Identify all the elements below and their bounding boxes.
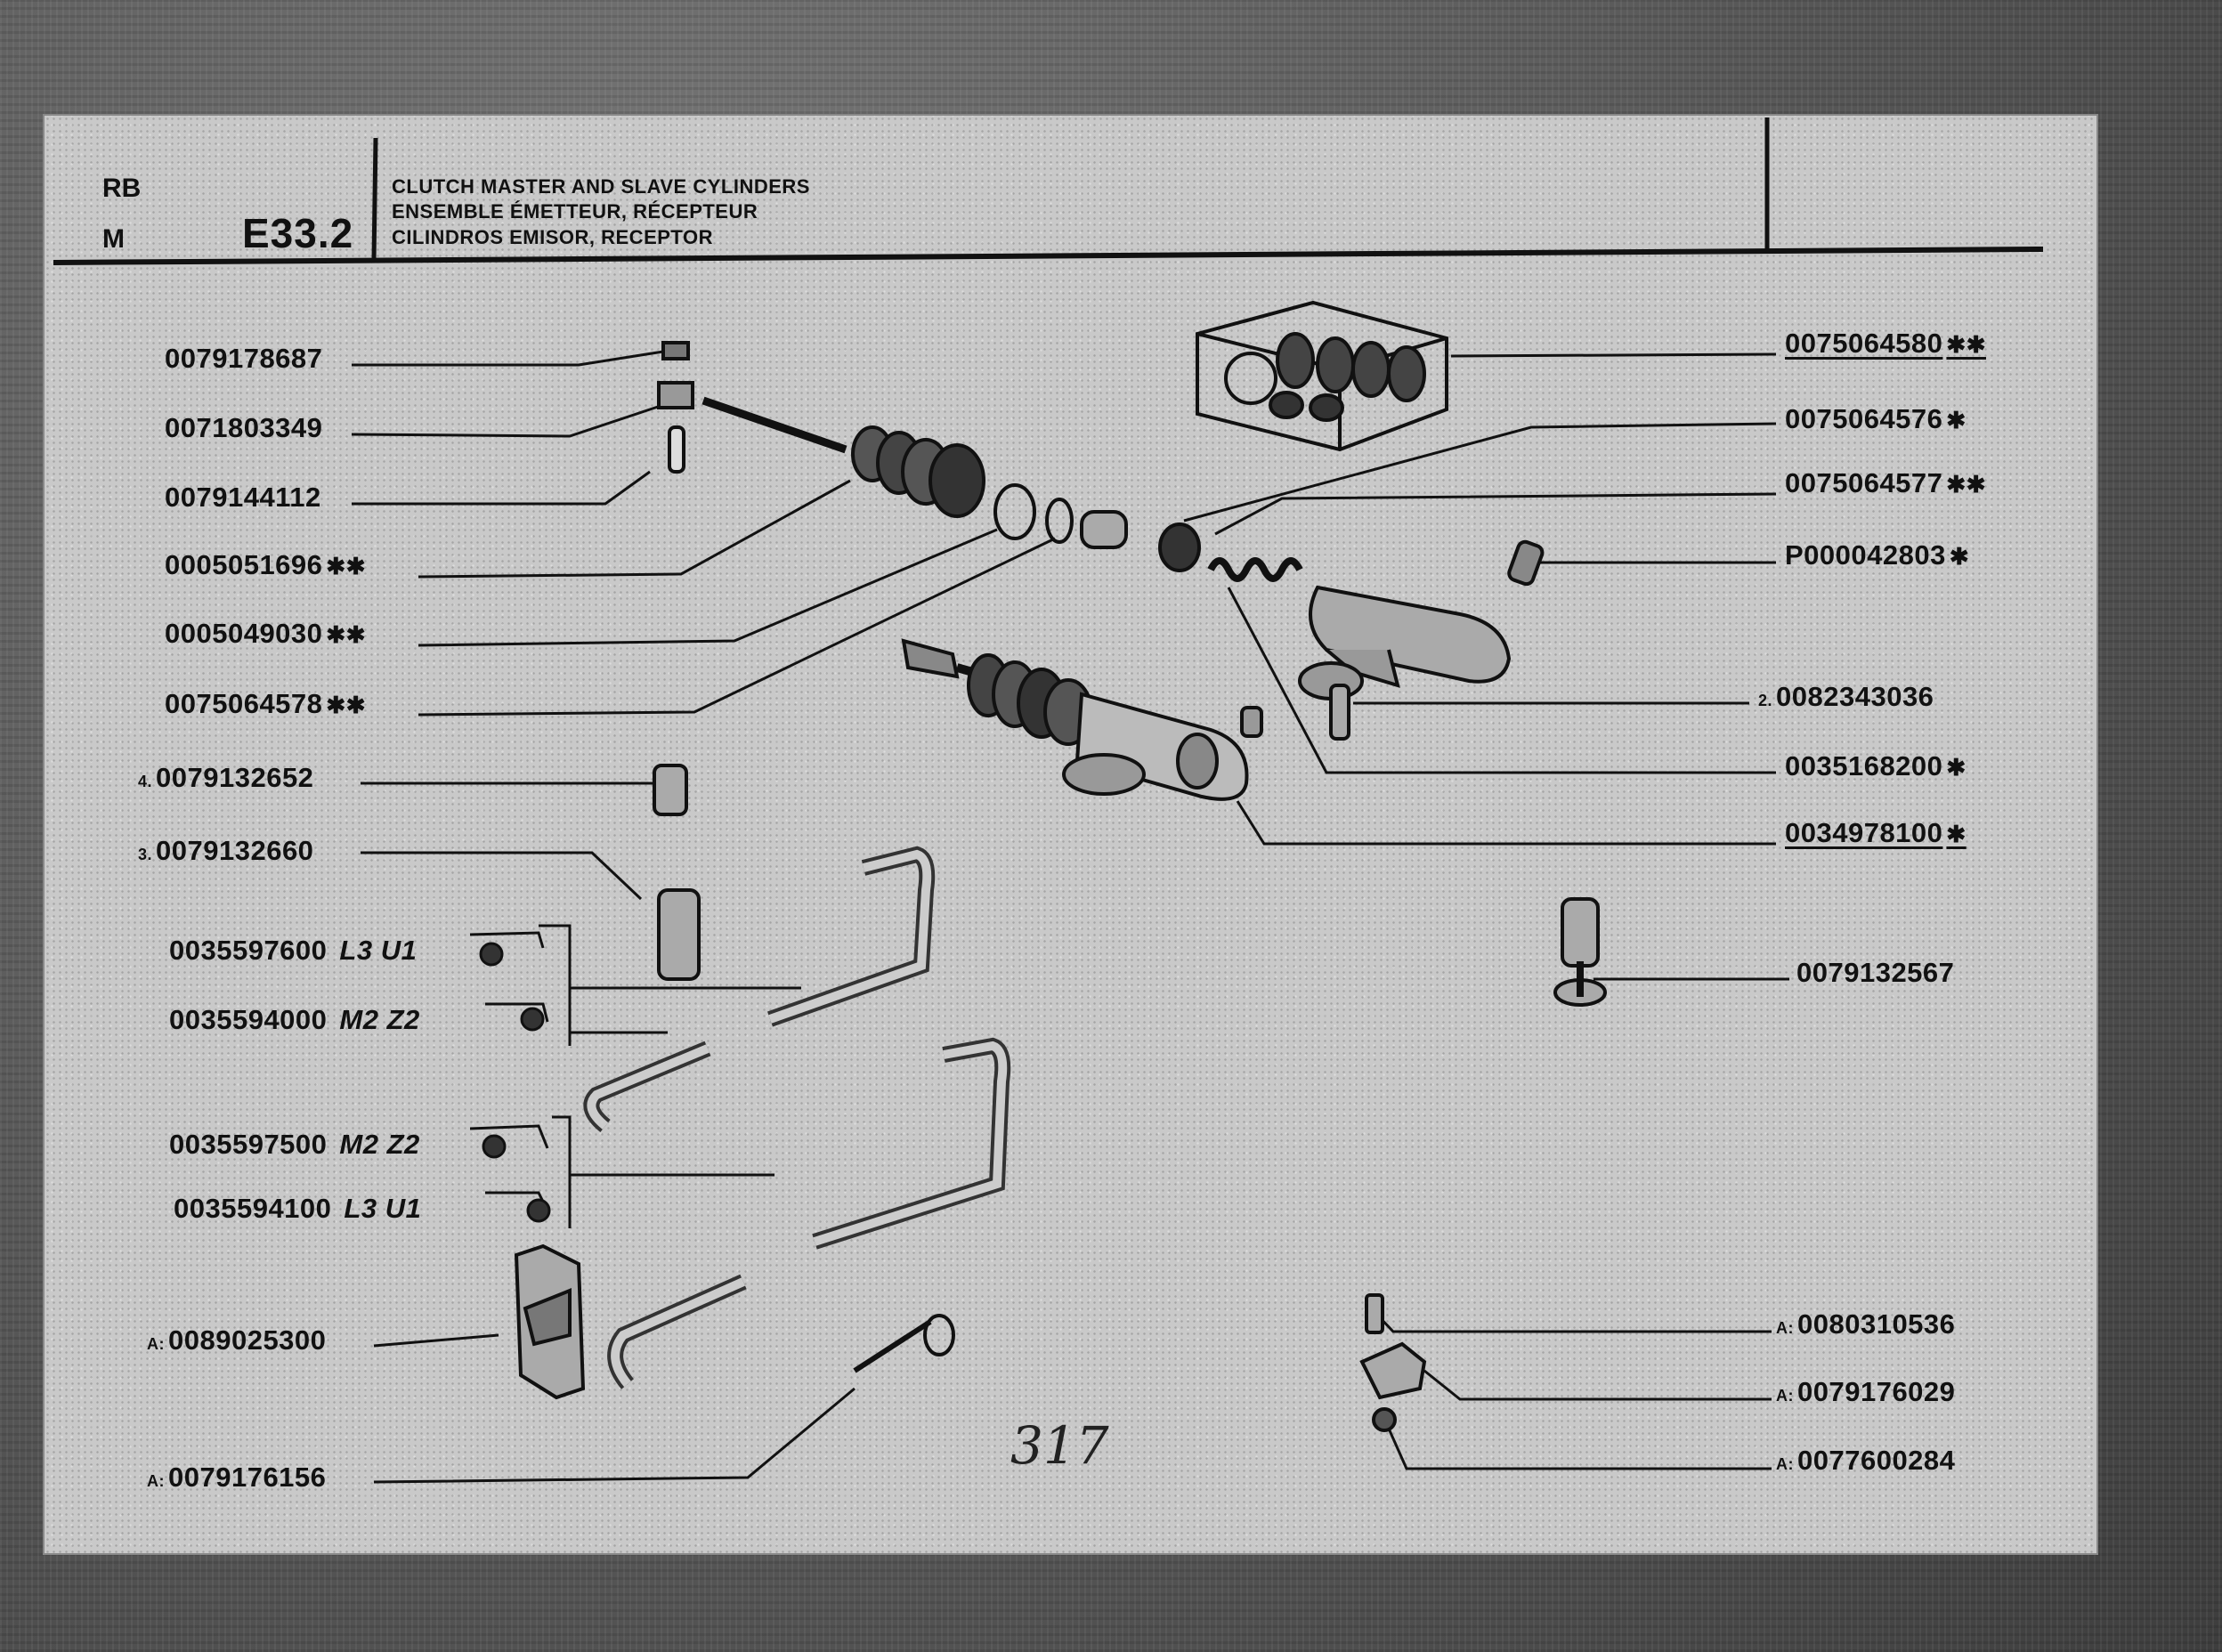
repair-kit-box (1196, 300, 1448, 452)
master-cylinder-assembly (657, 341, 1545, 741)
slave-cylinder-assembly (901, 638, 1263, 801)
part-label: 0075064580✱✱ (1785, 328, 1986, 359)
title-spanish: CILINDROS EMISOR, RECEPTOR (392, 226, 713, 248)
cotter-pin (853, 1314, 955, 1373)
title-english: CLUTCH MASTER AND SLAVE CYLINDERS (392, 175, 810, 198)
part-label: 0075064576✱ (1785, 403, 1967, 434)
code-rb: RB (102, 174, 142, 203)
part-label: 0079178687 (165, 343, 323, 374)
part-label: 0079144112 (165, 482, 321, 513)
page-code: E33.2 (242, 210, 354, 256)
pipe-union-dots (479, 942, 551, 1223)
part-label: 4.0079132652 (138, 762, 314, 793)
part-label: A:0079176029 (1776, 1376, 1956, 1407)
part-label: P000042803✱ (1785, 539, 1970, 571)
part-label: A:0080310536 (1776, 1308, 1956, 1340)
clip-fittings (653, 764, 1607, 1007)
code-m: M (102, 224, 125, 254)
pipe-group-bracket (469, 924, 572, 1228)
part-label: A:0089025300 (147, 1324, 327, 1356)
part-label: 0075064578✱✱ (165, 688, 366, 719)
part-label: A:0079176156 (147, 1462, 327, 1493)
part-label: 2.0082343036 (1758, 681, 1934, 712)
part-label: 3.0079132660 (138, 835, 314, 866)
part-label: 0005049030✱✱ (165, 618, 366, 649)
part-label: A:0077600284 (1776, 1445, 1956, 1476)
part-label: 0005051696✱✱ (165, 549, 366, 580)
title-french: ENSEMBLE ÉMETTEUR, RÉCEPTEUR (392, 200, 758, 223)
part-label: 0071803349 (165, 412, 323, 443)
handwritten-page-number: 317 (1010, 1415, 1109, 1476)
part-label: 0079132567 (1796, 957, 1955, 988)
part-label: 0035168200✱ (1785, 750, 1967, 781)
header-rule (53, 247, 2044, 265)
part-label: 0034978100✱ (1785, 817, 1967, 848)
header-divider (371, 137, 378, 261)
part-label: 0075064577✱✱ (1785, 467, 1986, 498)
small-hardware (1359, 1293, 1427, 1432)
mounting-bracket (514, 1243, 586, 1400)
clutch-pipes (583, 846, 1011, 1389)
